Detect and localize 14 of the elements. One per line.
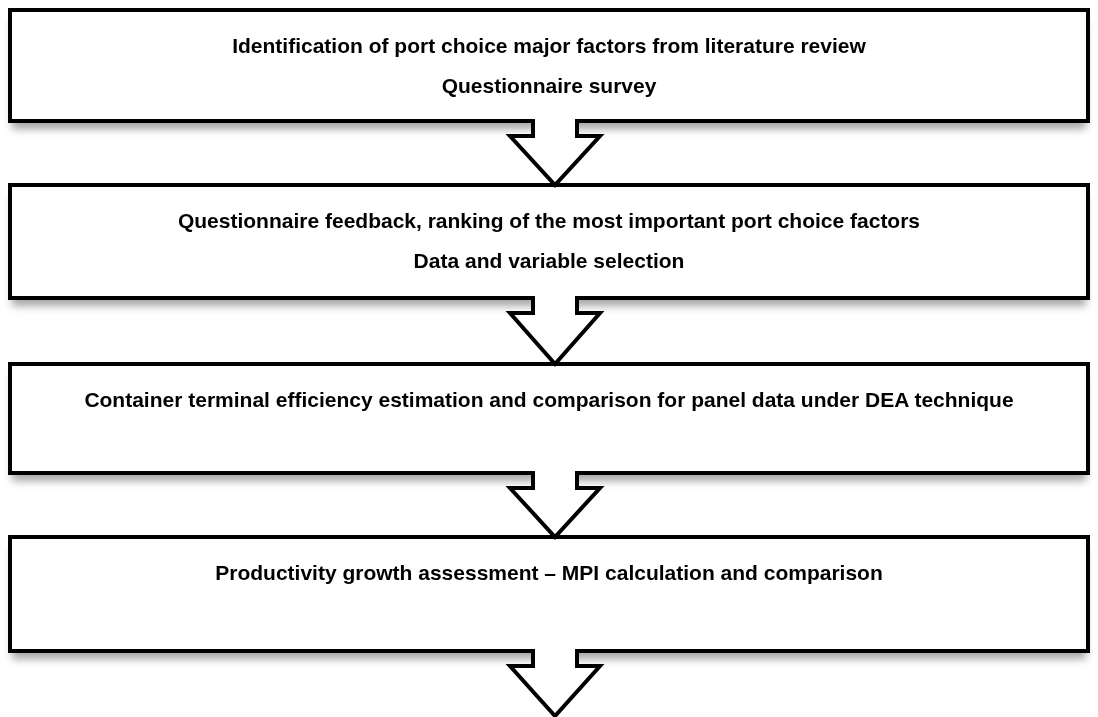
process-box [8,183,1090,300]
step-text: Identification of port choice major factors from literature review [232,33,866,59]
block-arrow [505,647,605,717]
process-box [8,362,1090,475]
block-arrow [505,469,605,540]
block-arrow [505,294,605,368]
process-box [8,8,1090,123]
step-text: Data and variable selection [413,248,685,274]
process-box [8,535,1090,653]
step-text: Questionnaire survey [441,73,657,99]
step-text: Container terminal efficiency estimation and comparison for panel data under DEA technique [84,387,1014,413]
step-text: Questionnaire feedback, ranking of the most important port choice factors [177,208,921,234]
block-arrow [505,117,605,188]
step-text: Productivity growth assessment – MPI calculation and comparison [215,560,883,586]
